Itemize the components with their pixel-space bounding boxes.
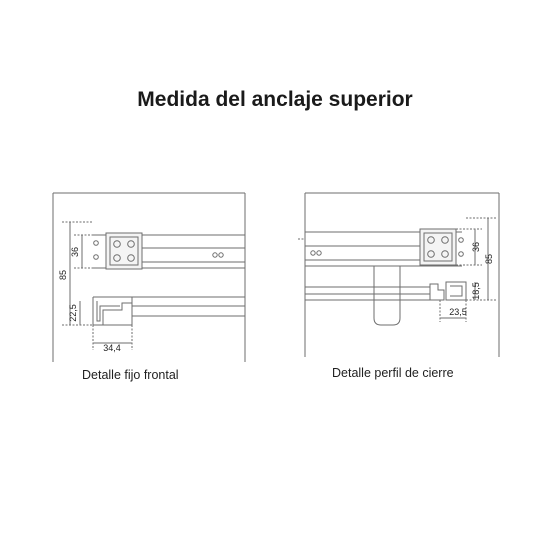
dim-label-18-5: 18,5 [471,282,481,300]
bolt-icon [113,240,121,248]
right-detail [298,192,500,357]
left-fixed-profile [92,297,133,326]
left-detail [52,192,246,362]
roller-icon [316,250,322,256]
dim-label-34-4: 34,4 [103,343,121,353]
dim-label-23-5: 23,5 [449,307,467,317]
bolt-icon [127,240,135,248]
roller-icon [212,252,218,258]
left-anchor-clamp [105,232,143,270]
closing-clip [429,283,445,301]
dim-label-22-5: 22,5 [68,304,78,322]
handle-post [373,266,401,326]
dim-label-36-left: 36 [70,247,80,257]
roller-icon [218,252,224,258]
bolt-icon [441,250,449,258]
closing-profile [445,281,467,301]
dim-label-85-left: 85 [58,270,68,280]
bolt-icon [427,236,435,244]
caption-detalle-perfil-cierre: Detalle perfil de cierre [332,366,454,380]
roller-icon [310,250,316,256]
caption-detalle-fijo-frontal: Detalle fijo frontal [82,368,179,382]
dim-label-36-right: 36 [471,242,481,252]
right-anchor-clamp [419,228,457,266]
dim-label-85-right: 85 [484,254,494,264]
bolt-icon [127,254,135,262]
page-title: Medida del anclaje superior [137,88,413,111]
bolt-icon [113,254,121,262]
bolt-icon [441,236,449,244]
bolt-icon [427,250,435,258]
